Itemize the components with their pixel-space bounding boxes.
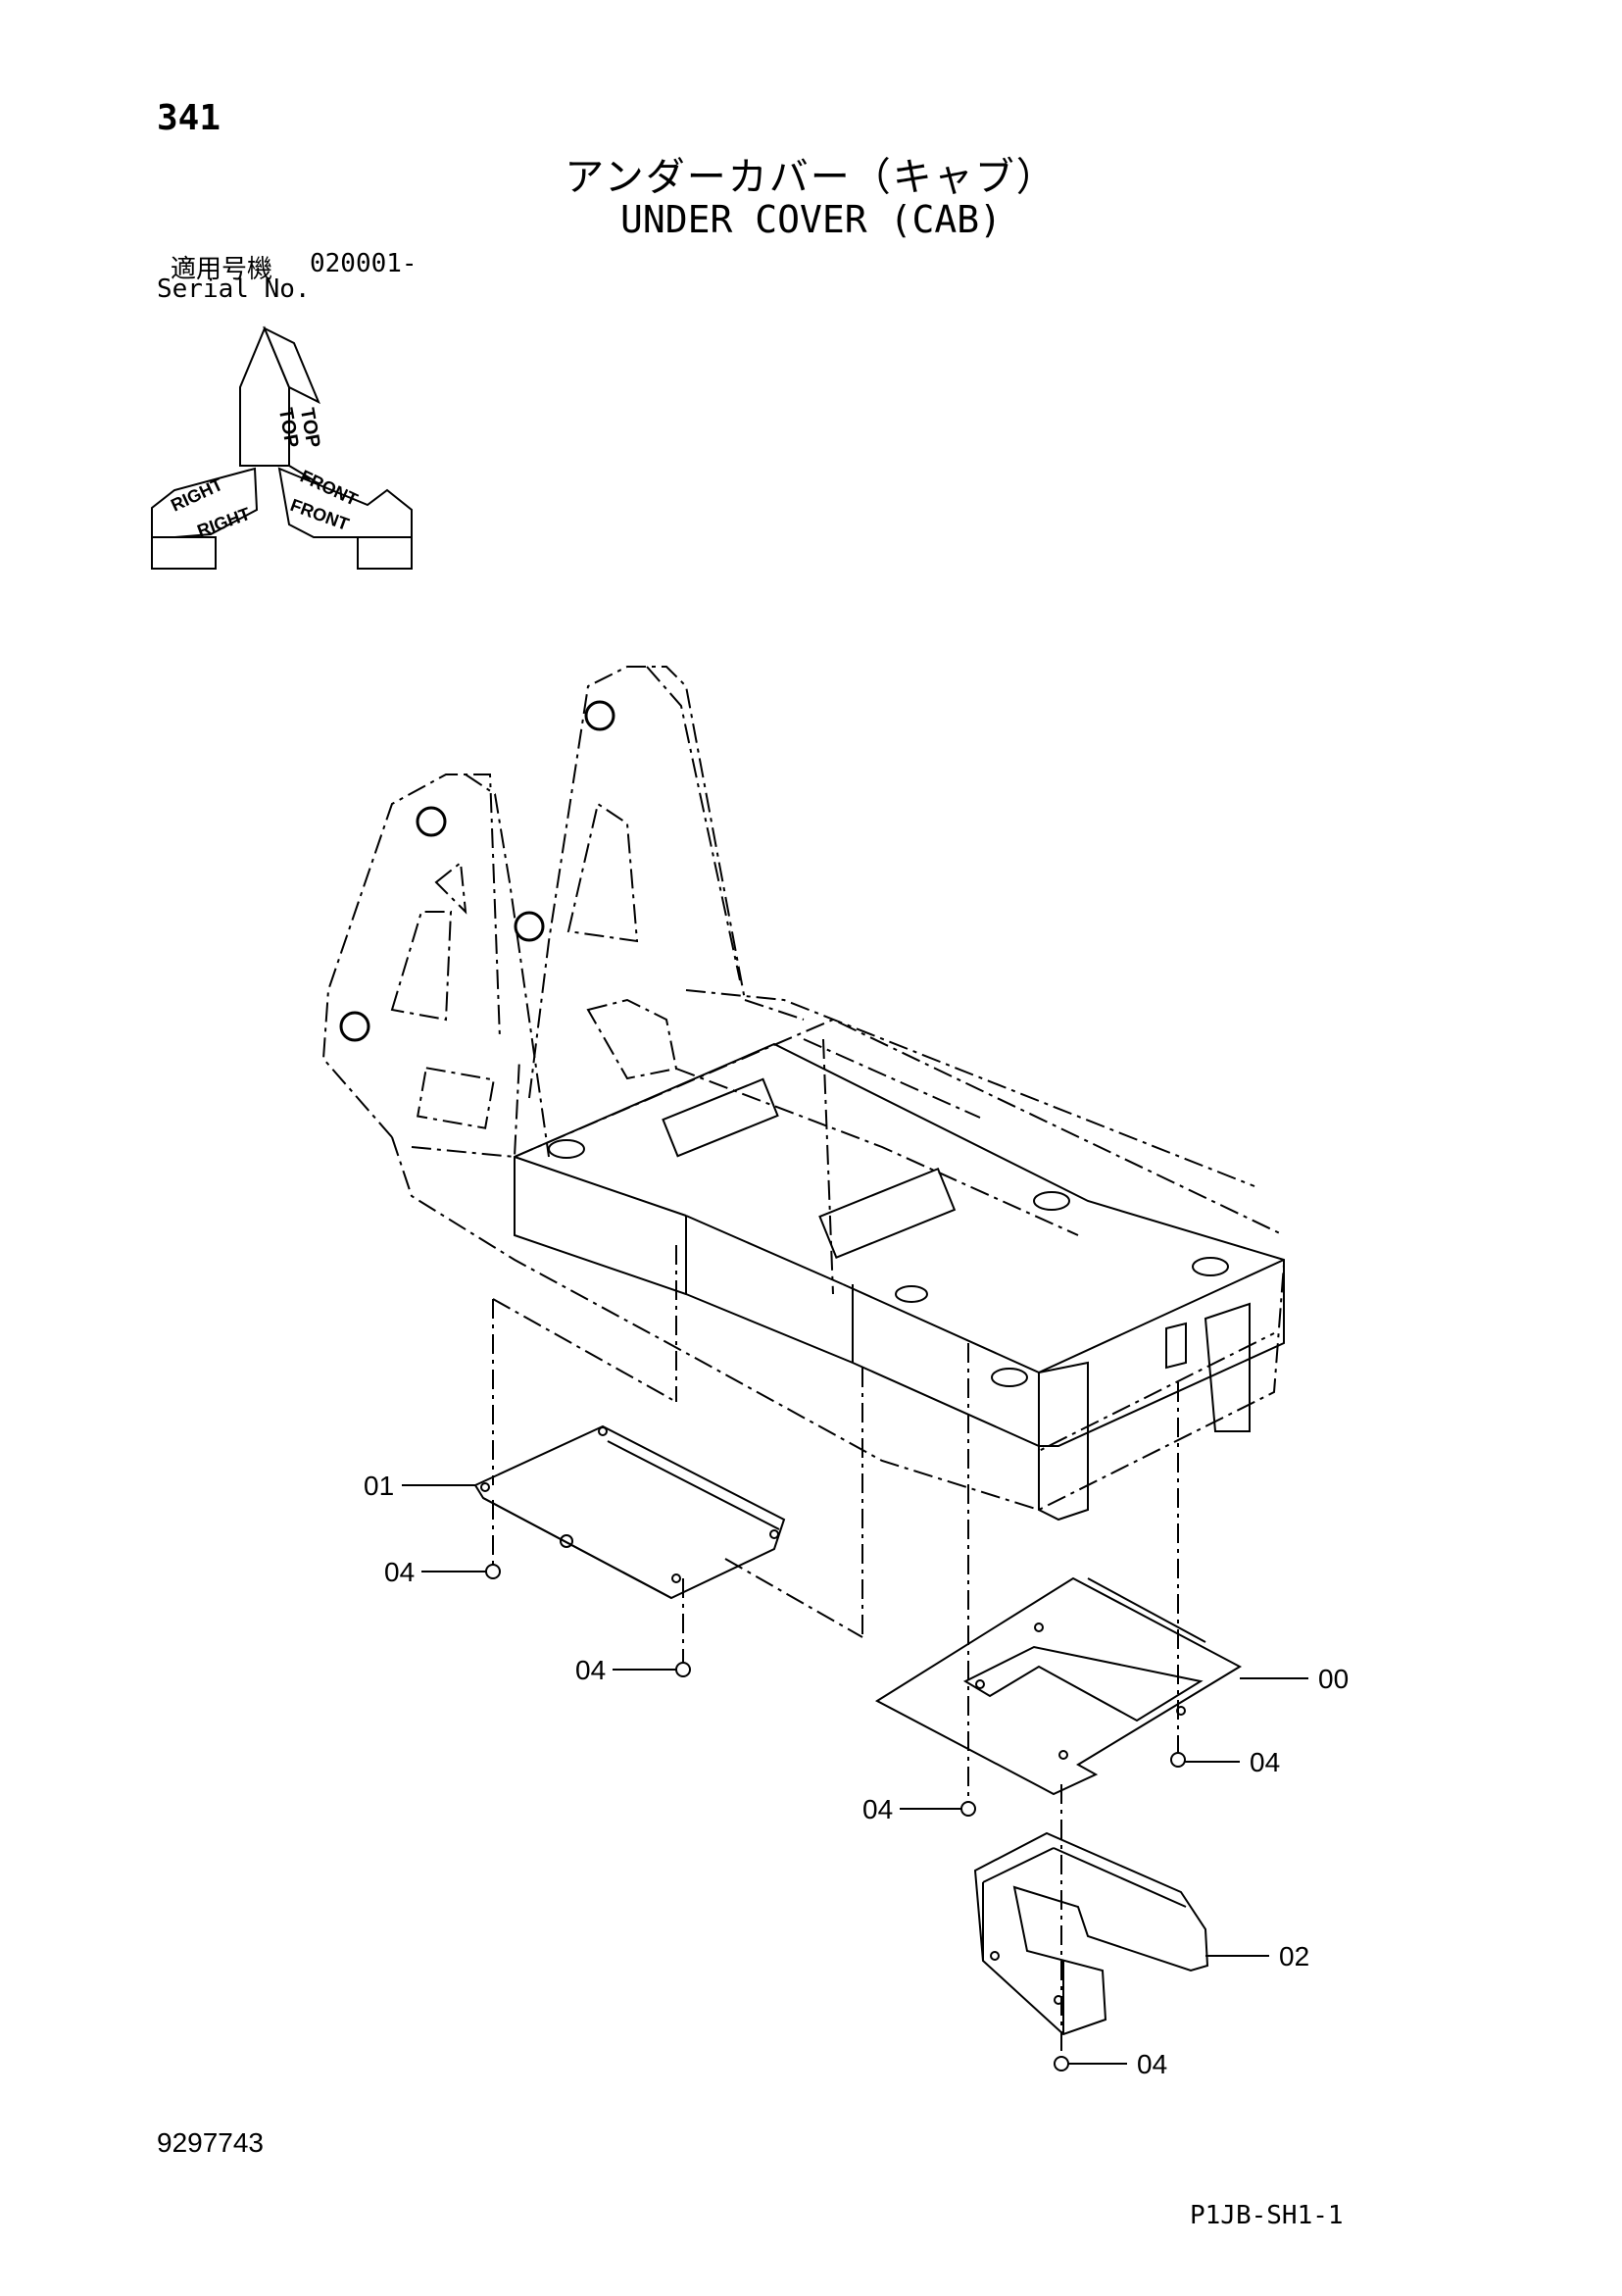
cab-frame-phantom (321, 666, 1285, 1512)
sheet-code: P1JB-SH1-1 (1190, 2201, 1344, 2230)
assembly-guide-lines (492, 1245, 1179, 2057)
callout-leaders (402, 1484, 1308, 2065)
serial-label-japanese: 適用号機 (171, 255, 273, 284)
callout-04-e: 04 (1137, 2049, 1167, 2079)
serial-number-value: 020001- (310, 249, 418, 278)
page-number: 341 (157, 98, 221, 138)
cab-mounting-base (514, 1042, 1285, 1522)
callout-labels: 01 04 04 00 04 04 02 04 (364, 1471, 1349, 2079)
callout-04-a: 04 (384, 1557, 415, 1587)
callout-00: 00 (1318, 1664, 1349, 1694)
orientation-indicator: TOP TOP RIGHT RIGHT FRONT FRONT (151, 325, 413, 570)
callout-02: 02 (1279, 1941, 1309, 1972)
document-number: 9297743 (157, 2127, 265, 2158)
title-english: UNDER COVER (CAB) (620, 198, 1002, 241)
callout-04-b: 04 (575, 1655, 606, 1685)
callout-04-c: 04 (1250, 1747, 1280, 1777)
part-02-bracket-cover (973, 1831, 1209, 2036)
callout-04-d: 04 (862, 1794, 893, 1824)
part-01-under-cover-plate (473, 1424, 786, 1600)
title-japanese: アンダーカバー（キャブ） (565, 155, 1057, 200)
callout-01: 01 (364, 1471, 394, 1501)
serial-label-english: Serial No. (157, 275, 311, 304)
